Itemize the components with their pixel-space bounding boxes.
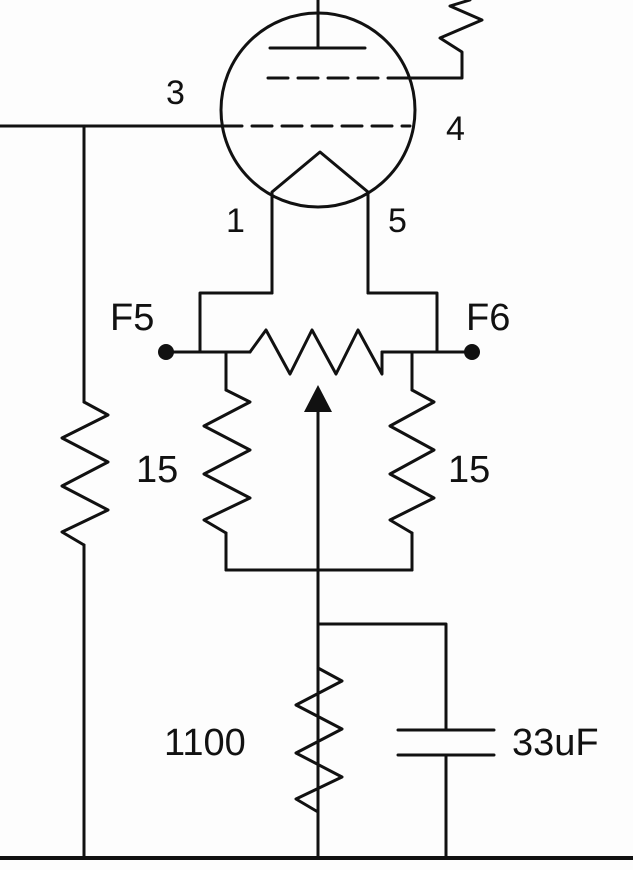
cathode-resistor-value: 1100 xyxy=(164,722,246,764)
potentiometer xyxy=(248,328,384,376)
grid-leak-resistor xyxy=(60,124,110,859)
capacitor-value: 33uF xyxy=(512,722,599,764)
heater-wire-right xyxy=(366,291,439,354)
pin-label-grid: 3 xyxy=(166,74,185,112)
terminal-f6-dot xyxy=(464,344,480,360)
terminal-label-f6: F6 xyxy=(466,297,510,339)
terminal-f5-dot xyxy=(158,344,174,360)
right-resistor-value: 15 xyxy=(448,449,490,491)
tube-heater xyxy=(270,150,370,202)
heater-wire-left xyxy=(198,291,274,354)
pin-label-heater-right: 5 xyxy=(388,202,407,240)
right-balance-resistor xyxy=(388,350,436,572)
capacitor-branch-wire xyxy=(316,622,448,732)
pin-label-heater-left: 1 xyxy=(226,202,245,240)
potentiometer-wiper-arrow xyxy=(304,385,332,412)
pin-label-screen: 4 xyxy=(446,110,465,148)
screen-grid-resistor xyxy=(408,0,484,80)
terminal-label-f5: F5 xyxy=(110,297,154,339)
left-balance-resistor xyxy=(202,350,252,572)
cathode-resistor xyxy=(294,666,344,814)
left-resistor-value: 15 xyxy=(136,449,178,491)
vacuum-tube xyxy=(219,0,417,209)
